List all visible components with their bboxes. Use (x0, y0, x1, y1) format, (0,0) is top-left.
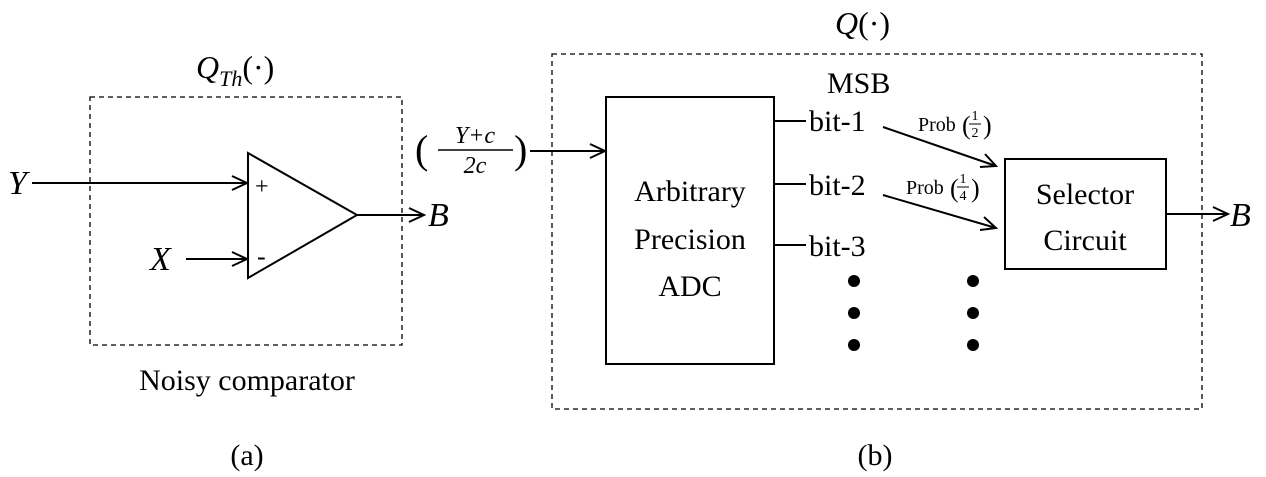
fraction-left-paren: ( (415, 127, 428, 172)
prob-1-prefix: Prob (918, 114, 956, 136)
prob-continuation-dots (967, 275, 979, 351)
ellipsis-dot (848, 339, 860, 351)
fraction-numerator: Y+c (455, 123, 496, 149)
fraction-denominator: 2c (464, 153, 487, 179)
bit-1-to-selector-arrow (882, 126, 997, 167)
selector-label-line-1: Selector (1036, 178, 1134, 211)
selector-output-label: B (1230, 197, 1251, 234)
input-x-arrowhead (231, 251, 250, 267)
adc-label-line-1: Arbitrary (634, 175, 746, 208)
bit-1-label: bit-1 (809, 105, 866, 138)
opamp-triangle (247, 151, 360, 280)
opamp-plus-sign: + (255, 174, 269, 200)
prob-1-rparen: ) (983, 111, 992, 140)
adc-label-line-2: Precision (634, 223, 746, 256)
selector-label-line-2: Circuit (1043, 224, 1127, 257)
quantizer-input-fraction: ( Y+c 2c ) (415, 123, 527, 179)
comparator-caption: Noisy comparator (139, 364, 355, 397)
ellipsis-dot (848, 275, 860, 287)
panel-b: Q(·) ( Y+c 2c ) Arbitrary Precision ADC … (415, 5, 1251, 472)
ellipsis-dot (967, 339, 979, 351)
selector-output-arrowhead (1212, 206, 1231, 222)
panel-b-label: (b) (858, 439, 893, 472)
quantizer-dashed-box (551, 53, 1203, 410)
prob-2-denominator: 4 (960, 189, 967, 204)
comparator-dashed-box (89, 96, 403, 346)
prob-2-lparen: ( (950, 174, 959, 203)
adc-box (605, 96, 775, 365)
bit-2-label: bit-2 (809, 169, 866, 202)
prob-1-lparen: ( (962, 111, 971, 140)
prob-2-rparen: ) (971, 174, 980, 203)
opamp-minus-sign: - (257, 242, 266, 271)
adc-label-line-3: ADC (658, 270, 721, 303)
ellipsis-dot (967, 275, 979, 287)
prob-2-numerator: 1 (960, 172, 967, 187)
fraction-right-paren: ) (514, 127, 527, 172)
bit-continuation-dots (848, 275, 860, 351)
prob-label-1: Prob ( 1 2 ) (918, 109, 992, 141)
msb-label: MSB (827, 67, 890, 100)
input-x-label: X (148, 241, 172, 278)
bit-3-label: bit-3 (809, 230, 866, 263)
bit-2-to-selector-arrow (882, 194, 997, 229)
bit-2-arrowhead (979, 216, 999, 231)
input-y-arrowhead (231, 175, 250, 191)
prob-1-numerator: 1 (972, 109, 979, 124)
panel-a-label: (a) (230, 439, 263, 472)
input-y-label: Y (8, 165, 30, 202)
panel-a: QTh(·) + - Y X B Noisy comparator (a) (8, 49, 449, 472)
comparator-output-label: B (428, 197, 449, 234)
prob-label-2: Prob ( 1 4 ) (906, 172, 980, 204)
ellipsis-dot (848, 307, 860, 319)
prob-1-denominator: 2 (972, 126, 979, 141)
quantizer-block-title: Q(·) (835, 5, 890, 41)
bit-1-arrowhead (979, 153, 999, 168)
ellipsis-dot (967, 307, 979, 319)
comparator-output-arrowhead (408, 207, 427, 223)
prob-2-prefix: Prob (906, 177, 944, 199)
comparator-block-title: QTh(·) (196, 49, 274, 91)
